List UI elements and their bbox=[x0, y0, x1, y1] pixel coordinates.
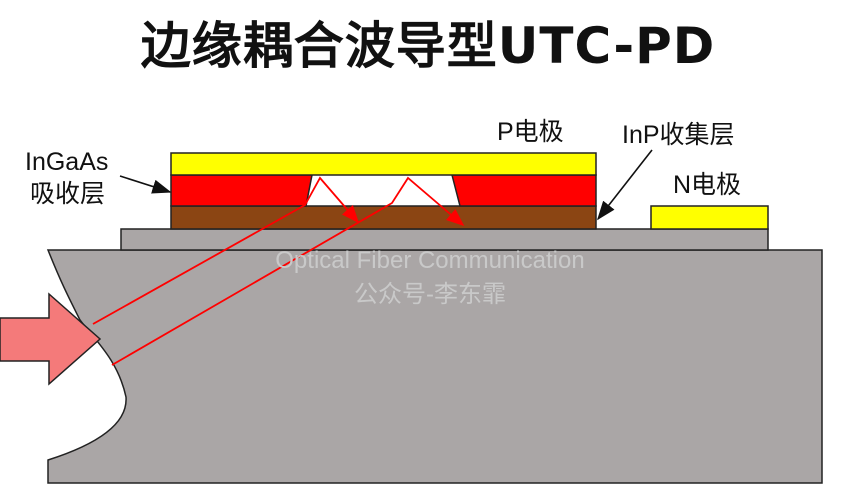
ingaas-leader-line bbox=[119, 175, 172, 194]
lower-ray bbox=[111, 176, 465, 366]
diagram-title: 边缘耦合波导型UTC-PD bbox=[140, 17, 716, 75]
ingaas-label-line2: 吸收层 bbox=[30, 180, 105, 208]
substrate bbox=[46, 249, 823, 484]
ingaas-absorber-right bbox=[451, 174, 597, 207]
light-rays bbox=[92, 176, 465, 366]
upper-ray bbox=[92, 176, 360, 325]
ingaas-label-line1: InGaAs bbox=[25, 148, 108, 176]
input-light-arrow bbox=[0, 292, 102, 386]
n-electrode-label: N电极 bbox=[673, 171, 741, 199]
inp-leader-line bbox=[597, 149, 653, 221]
p-electrode-label: P电极 bbox=[497, 118, 564, 146]
inp-collector-layer bbox=[170, 205, 597, 230]
ingaas-absorber-left bbox=[170, 174, 313, 207]
inp-collector-label: InP收集层 bbox=[622, 121, 735, 149]
watermark-line2: 公众号-李东霏 bbox=[354, 281, 506, 308]
p-electrode bbox=[170, 152, 597, 176]
watermark-line1: Optical Fiber Communication bbox=[275, 247, 584, 274]
n-electrode bbox=[650, 205, 769, 230]
